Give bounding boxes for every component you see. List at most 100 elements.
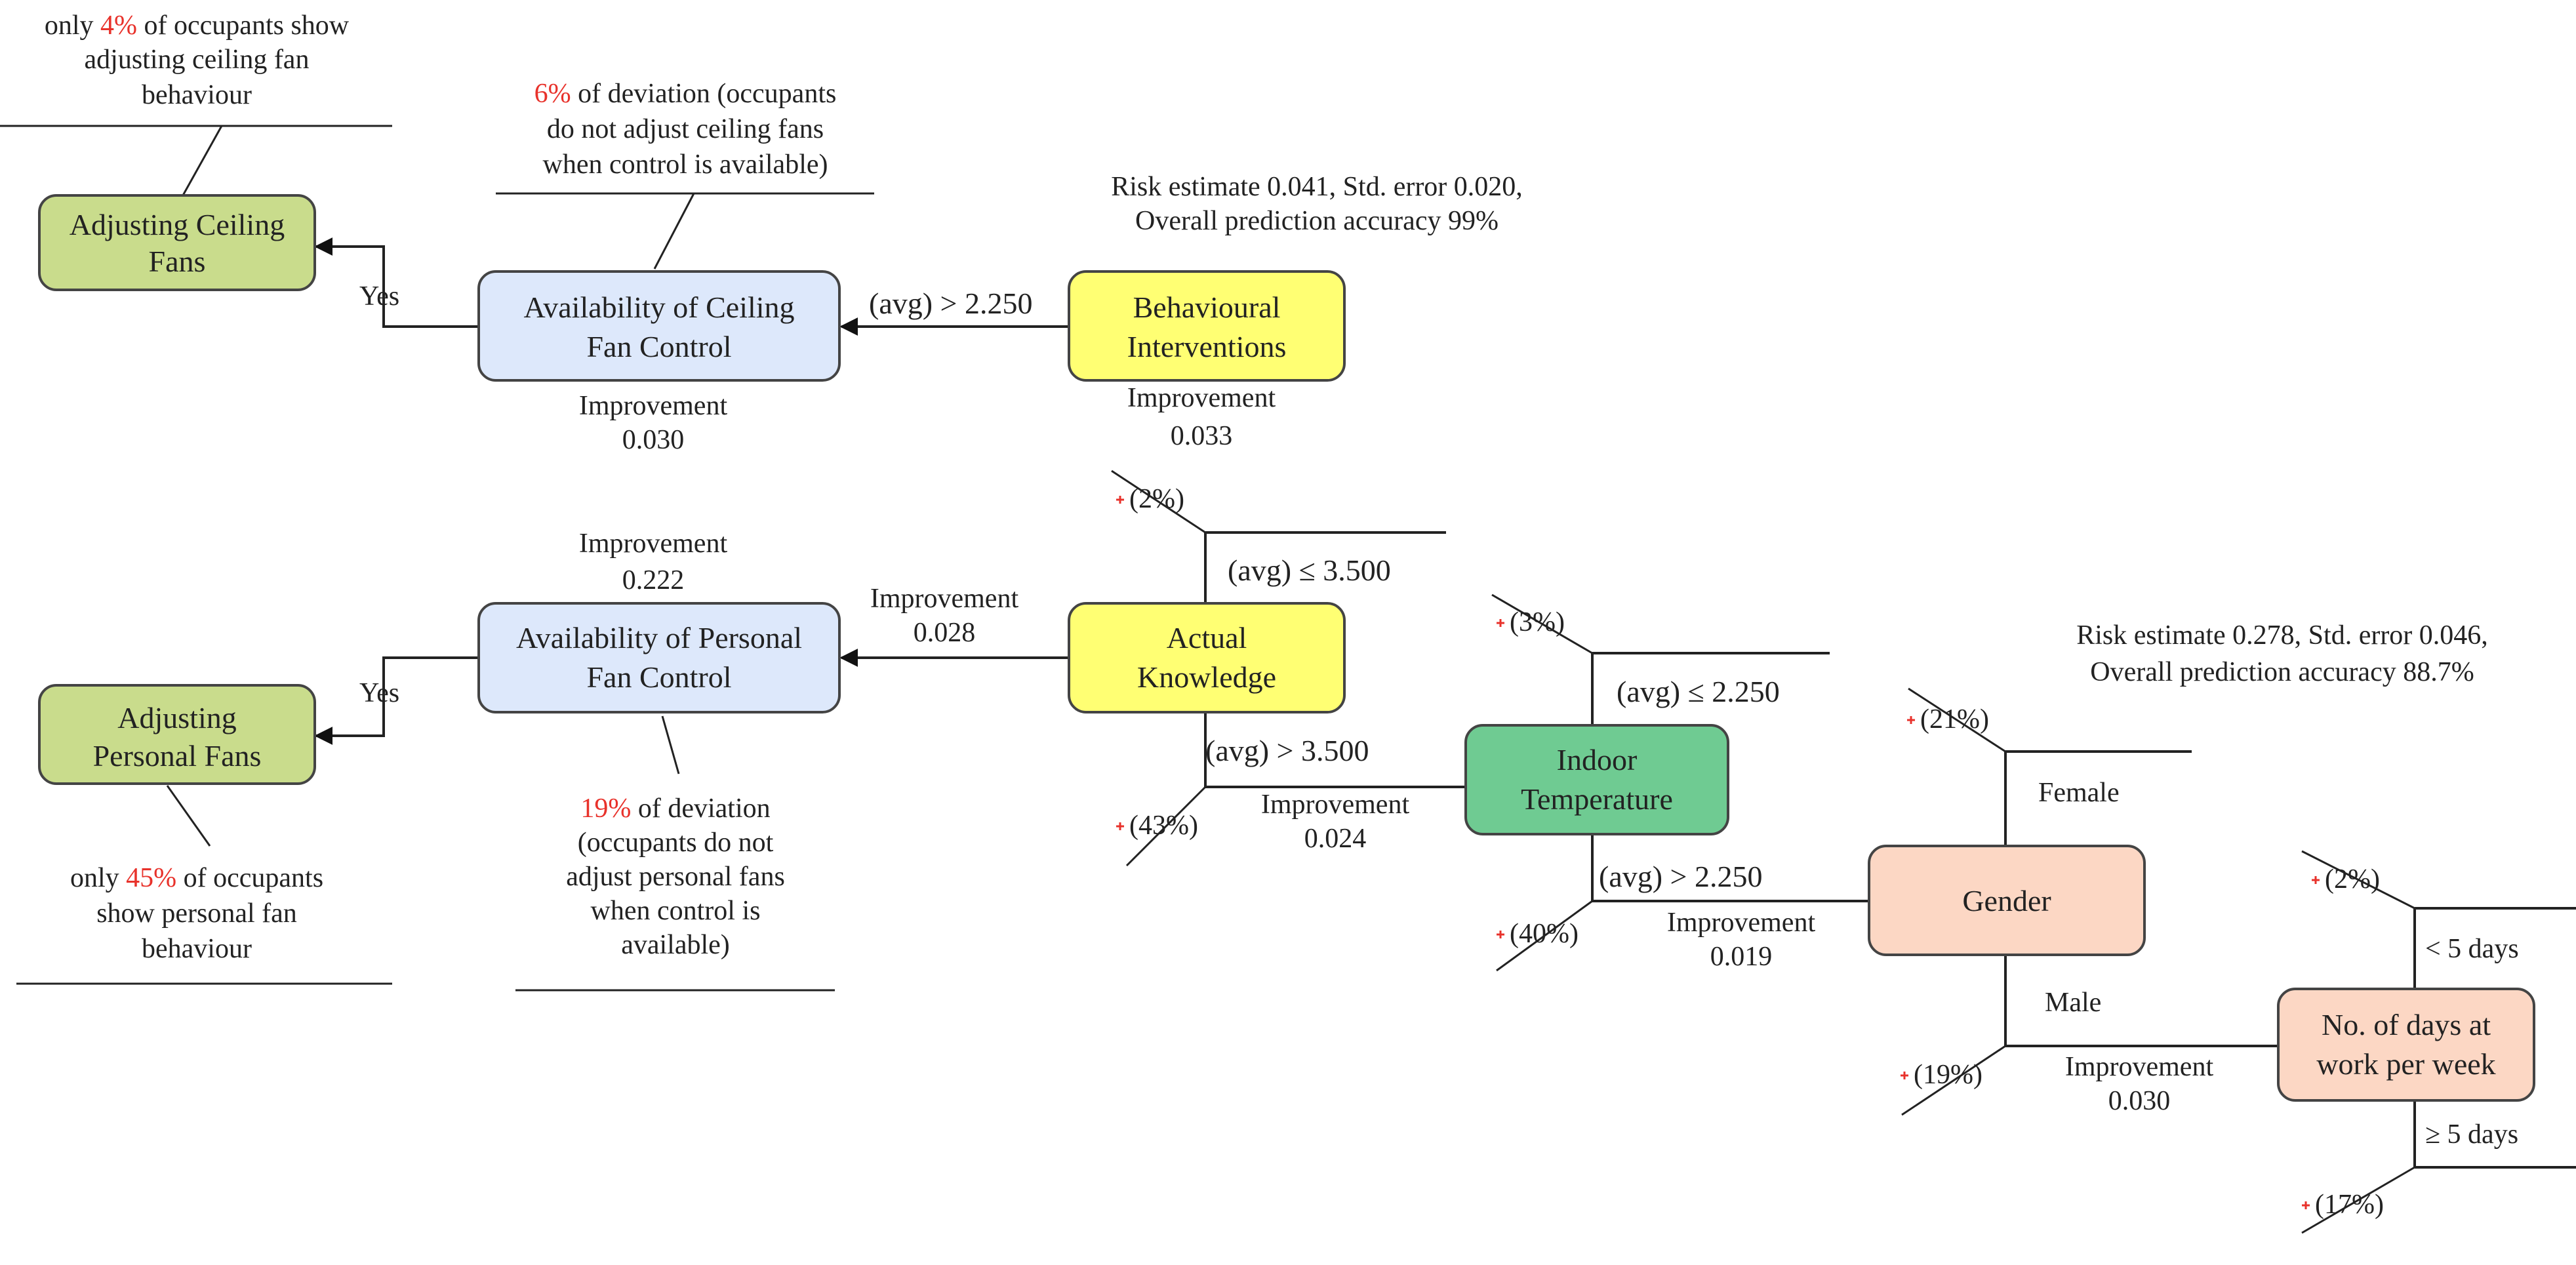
leader-personal-deviation — [661, 715, 680, 774]
node-behavioural-interventions[interactable]: Behavioural Interventions — [1068, 270, 1346, 382]
node-label-line-1: Adjusting — [117, 701, 236, 734]
edge-label-avg-gt-2250: (avg) > 2.250 — [869, 287, 1033, 320]
edge-personal-yes — [314, 656, 477, 745]
node-adjusting-ceiling-fans[interactable]: Adjusting Ceiling Fans — [38, 194, 316, 291]
leader-ceiling-deviation — [653, 193, 695, 270]
edge-label-yes-personal: Yes — [359, 678, 399, 708]
node-label-line-2: Temperature — [1521, 782, 1673, 816]
svg-text:only 4% of occupants show: only 4% of occupants show — [45, 10, 350, 41]
svg-text:(2%): (2%) — [2325, 864, 2380, 894]
improvement-temperature-gt-label: Improvement — [1667, 908, 1816, 938]
node-availability-ceiling-fan-control[interactable]: Availability of Ceiling Fan Control — [477, 270, 841, 382]
edge-label-avg-gt-3500: (avg) > 3.500 — [1205, 734, 1369, 767]
improvement-personal-value: 0.222 — [622, 565, 685, 595]
percentage-43: (43%) — [1116, 811, 1198, 841]
node-availability-personal-fan-control[interactable]: Availability of Personal Fan Control — [477, 602, 841, 713]
improvement-ceiling-label: Improvement — [579, 391, 728, 421]
tick-gender-bottom — [1901, 1045, 2006, 1116]
node-label-line-2: Fans — [149, 245, 206, 278]
edge-label-male: Male — [2045, 988, 2101, 1018]
node-adjusting-personal-fans[interactable]: Adjusting Personal Fans — [38, 684, 316, 785]
note-ceiling-share: only 4% of occupants show adjusting ceil… — [45, 10, 350, 110]
svg-text:do not adjust ceiling fans: do not adjust ceiling fans — [547, 114, 824, 144]
svg-text:adjusting ceiling fan: adjusting ceiling fan — [85, 45, 310, 75]
risk-estimate-second-line-2: Overall prediction accuracy 88.7% — [2090, 657, 2474, 687]
node-indoor-temperature[interactable]: Indoor Temperature — [1464, 724, 1729, 835]
improvement-gender-male-label: Improvement — [2065, 1052, 2214, 1082]
svg-text:(40%): (40%) — [1510, 919, 1579, 949]
tick-days-top — [2301, 850, 2415, 910]
risk-estimate-first-line-1: Risk estimate 0.041, Std. error 0.020, — [1111, 172, 1523, 202]
tick-knowledge-bottom — [1125, 786, 1207, 867]
improvement-ceiling-value: 0.030 — [622, 425, 685, 455]
svg-text:available): available) — [621, 930, 730, 960]
node-label-line-2: Personal Fans — [93, 739, 262, 773]
percentage-3: (3%) — [1497, 607, 1565, 637]
node-label-line-1: Behavioural — [1133, 291, 1281, 324]
node-actual-knowledge[interactable]: Actual Knowledge — [1068, 602, 1346, 713]
svg-text:(occupants do not: (occupants do not — [578, 828, 774, 858]
improvement-knowledge-edge-value: 0.028 — [914, 618, 976, 648]
svg-text:adjust personal fans: adjust personal fans — [566, 862, 785, 892]
improvement-personal-label: Improvement — [579, 529, 728, 559]
leader-personal-share — [166, 785, 211, 847]
percentage-labels: (2%) (43%) (3%) (40%) (21%) (19%) (2%) — [1116, 484, 2384, 1220]
node-label-line-1: Indoor — [1557, 743, 1638, 776]
note-personal-share: only 45% of occupants show personal fan … — [70, 863, 323, 964]
risk-estimate-first-line-2: Overall prediction accuracy 99% — [1135, 206, 1499, 236]
edge-label-female: Female — [2038, 778, 2120, 808]
edge-label-ge-5-days: ≥ 5 days — [2425, 1119, 2518, 1150]
tick-temperature-top — [1491, 593, 1593, 654]
risk-estimate-first: Risk estimate 0.041, Std. error 0.020, O… — [1111, 172, 1523, 236]
improvement-knowledge-edge-label: Improvement — [870, 584, 1019, 614]
tick-days-bottom — [2301, 1166, 2415, 1234]
node-label-line-2: Interventions — [1127, 330, 1287, 363]
svg-text:show personal fan: show personal fan — [96, 898, 297, 929]
node-label-line-1: Availability of Personal — [516, 621, 802, 654]
percentage-21: (21%) — [1907, 704, 1989, 734]
improvement-temperature-gt-value: 0.019 — [1710, 942, 1773, 972]
improvement-behavioural-label: Improvement — [1127, 383, 1276, 413]
node-label-line-1: Actual — [1167, 621, 1247, 654]
node-label-line-2: Knowledge — [1137, 660, 1276, 694]
node-days-at-work-per-week[interactable]: No. of days at work per week — [2277, 988, 2535, 1102]
svg-text:(3%): (3%) — [1510, 607, 1565, 637]
edge-ceiling-yes — [314, 237, 477, 328]
percentage-19: (19%) — [1901, 1060, 1982, 1090]
percentage-40: (40%) — [1497, 919, 1579, 949]
risk-estimate-second: Risk estimate 0.278, Std. error 0.046, O… — [2076, 620, 2488, 687]
note-ceiling-deviation: 6% of deviation (occupants do not adjust… — [534, 79, 837, 180]
note-personal-deviation: 19% of deviation (occupants do not adjus… — [566, 793, 785, 960]
percentage-2-days: (2%) — [2312, 864, 2380, 894]
svg-text:(43%): (43%) — [1129, 811, 1198, 841]
node-gender[interactable]: Gender — [1868, 845, 2146, 956]
edge-label-avg-gt-2250-temperature: (avg) > 2.250 — [1599, 860, 1763, 893]
leader-ceiling-share — [179, 125, 223, 201]
edge-label-lt-5-days: < 5 days — [2425, 934, 2519, 964]
svg-text:(19%): (19%) — [1914, 1060, 1982, 1090]
percentage-17: (17%) — [2302, 1190, 2384, 1220]
tick-gender-top — [1908, 687, 2006, 753]
improvement-knowledge-gt-value: 0.024 — [1304, 824, 1367, 854]
risk-estimate-second-line-1: Risk estimate 0.278, Std. error 0.046, — [2076, 620, 2488, 651]
svg-text:behaviour: behaviour — [142, 934, 252, 964]
svg-text:when control is: when control is — [591, 896, 761, 926]
tick-temperature-bottom — [1496, 900, 1593, 972]
edge-label-avg-le-2250: (avg) ≤ 2.250 — [1617, 675, 1780, 708]
node-label-line-1: No. of days at — [2322, 1008, 2491, 1041]
node-label: Gender — [1962, 884, 2051, 917]
edge-label-yes-ceiling: Yes — [359, 281, 399, 311]
improvement-labels: Improvement 0.030 Improvement 0.033 Impr… — [579, 383, 2214, 1116]
node-label-line-2: work per week — [2316, 1047, 2495, 1081]
svg-text:when control is available): when control is available) — [542, 150, 828, 180]
percentage-2-top: (2%) — [1116, 484, 1184, 514]
svg-text:(2%): (2%) — [1129, 484, 1184, 514]
edge-labels: Yes Yes (avg) > 2.250 (avg) ≤ 3.500 (avg… — [359, 281, 2519, 1150]
svg-text:(17%): (17%) — [2315, 1190, 2384, 1220]
improvement-gender-male-value: 0.030 — [2108, 1086, 2171, 1116]
svg-text:19% of deviation: 19% of deviation — [580, 793, 770, 824]
node-label-line-2: Fan Control — [586, 660, 731, 694]
svg-text:behaviour: behaviour — [142, 80, 252, 110]
tick-knowledge-top — [1111, 470, 1206, 534]
